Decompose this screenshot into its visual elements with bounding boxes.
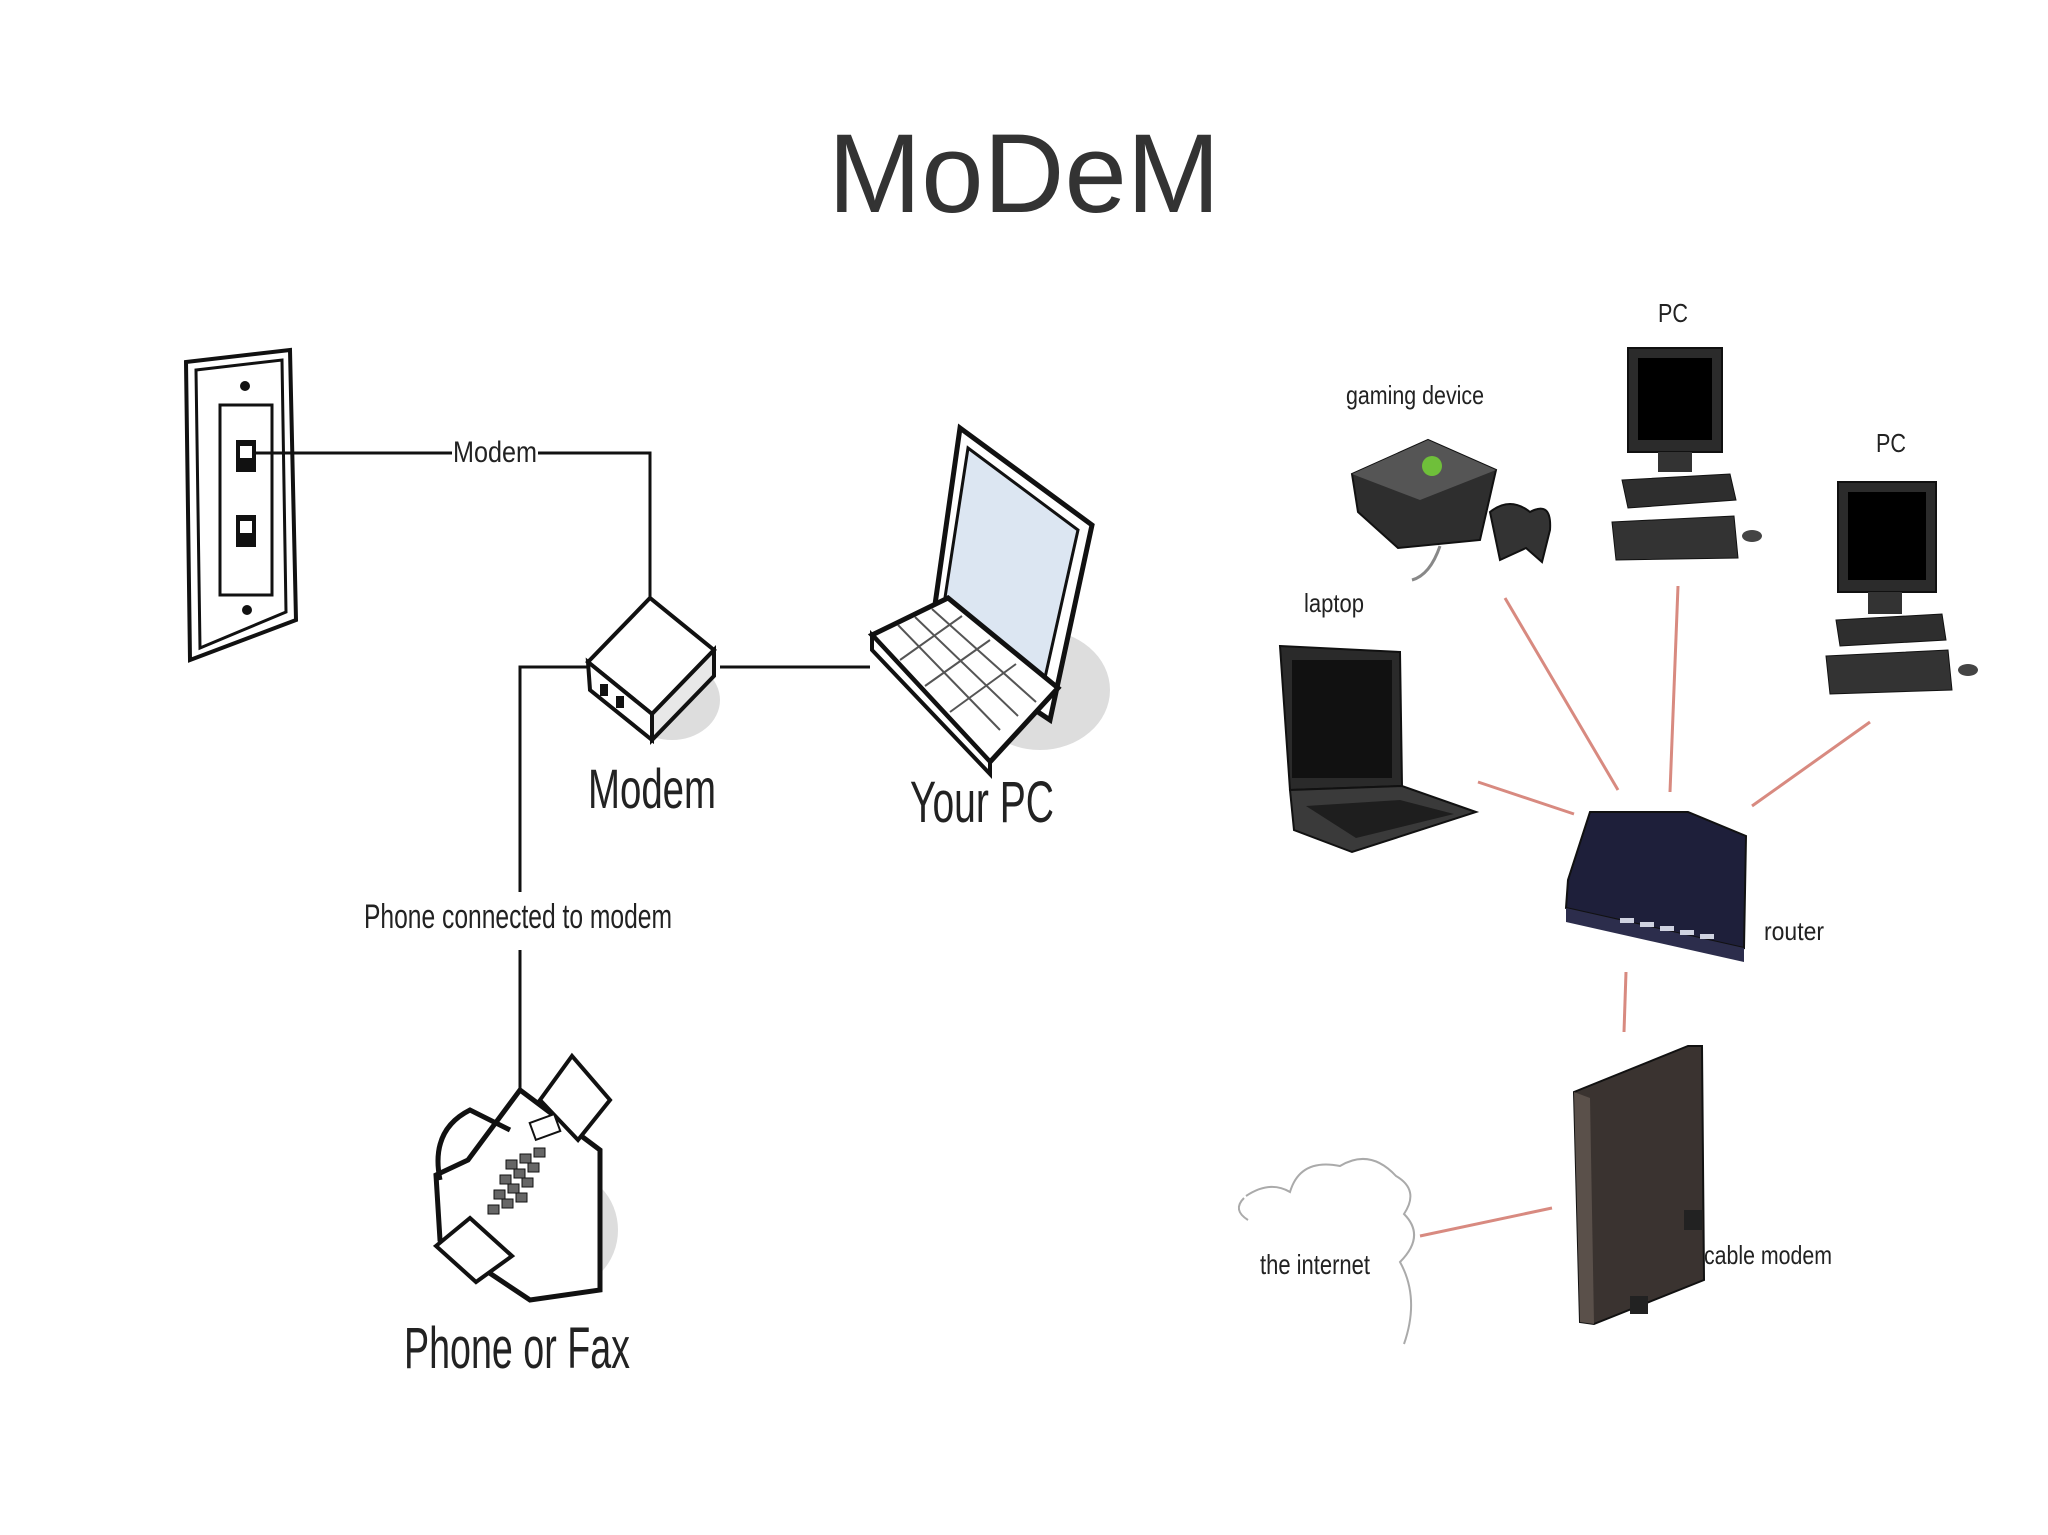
cable-modem-label: cable modem <box>1704 1240 1832 1270</box>
left-connections <box>252 451 870 1100</box>
phone-label: Phone or Fax <box>404 1316 630 1381</box>
router-label: router <box>1764 916 1824 946</box>
slide-title: MoDeM <box>827 111 1221 236</box>
left-diagram: Modem Modem <box>183 347 1110 1381</box>
gaming-device-label: gaming device <box>1346 380 1484 410</box>
fax-icon <box>432 1052 618 1303</box>
router-icon <box>1564 811 1748 962</box>
network-laptop-icon <box>1278 644 1480 854</box>
phone-line-label: Phone connected to modem <box>364 898 672 936</box>
pc-top-label: PC <box>1658 298 1688 328</box>
cable-modem-icon <box>1572 1045 1706 1326</box>
gaming-device-icon <box>1350 438 1552 582</box>
internet-label: the internet <box>1260 1249 1370 1280</box>
modem-label: Modem <box>588 757 716 820</box>
pc-right-icon <box>1825 481 1978 695</box>
modem-icon <box>585 595 720 745</box>
pc-top-icon <box>1611 347 1762 561</box>
wall-jack-icon <box>183 347 299 663</box>
internet-cloud-icon <box>1237 1158 1415 1345</box>
pc-right-label: PC <box>1876 428 1906 458</box>
network-laptop-label: laptop <box>1304 588 1364 618</box>
network-links <box>1419 585 1871 1238</box>
pc-label: Your PC <box>910 770 1054 835</box>
modem-line-label: Modem <box>453 436 537 469</box>
right-diagram: gaming device PC PC <box>1237 298 1978 1345</box>
laptop-icon <box>867 423 1110 780</box>
